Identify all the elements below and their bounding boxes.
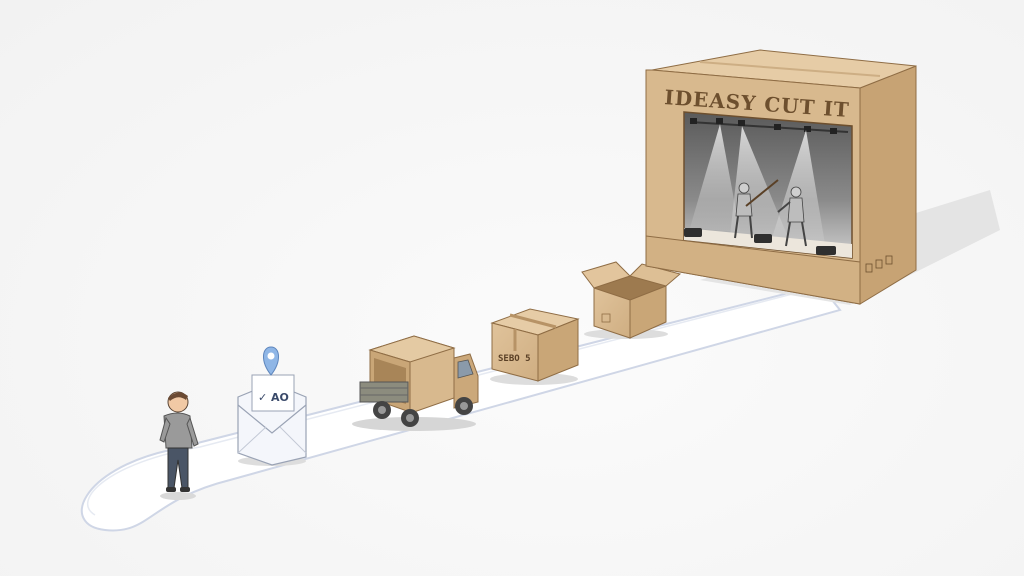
guitarist-figure <box>734 179 779 239</box>
box-label: SEBO 5 <box>498 354 531 364</box>
singer-figure <box>777 186 807 247</box>
cardboard-stage: IDEASY CUT IT <box>645 49 1000 305</box>
person-icon <box>159 391 199 500</box>
envelope-icon: ✓ AO <box>237 346 307 466</box>
envelope-label: ✓ AO <box>258 391 289 404</box>
location-pin-icon <box>263 346 279 376</box>
sealed-box-icon: SEBO 5 <box>490 308 580 385</box>
open-box-icon <box>581 261 682 339</box>
delivery-truck-icon <box>352 335 479 431</box>
